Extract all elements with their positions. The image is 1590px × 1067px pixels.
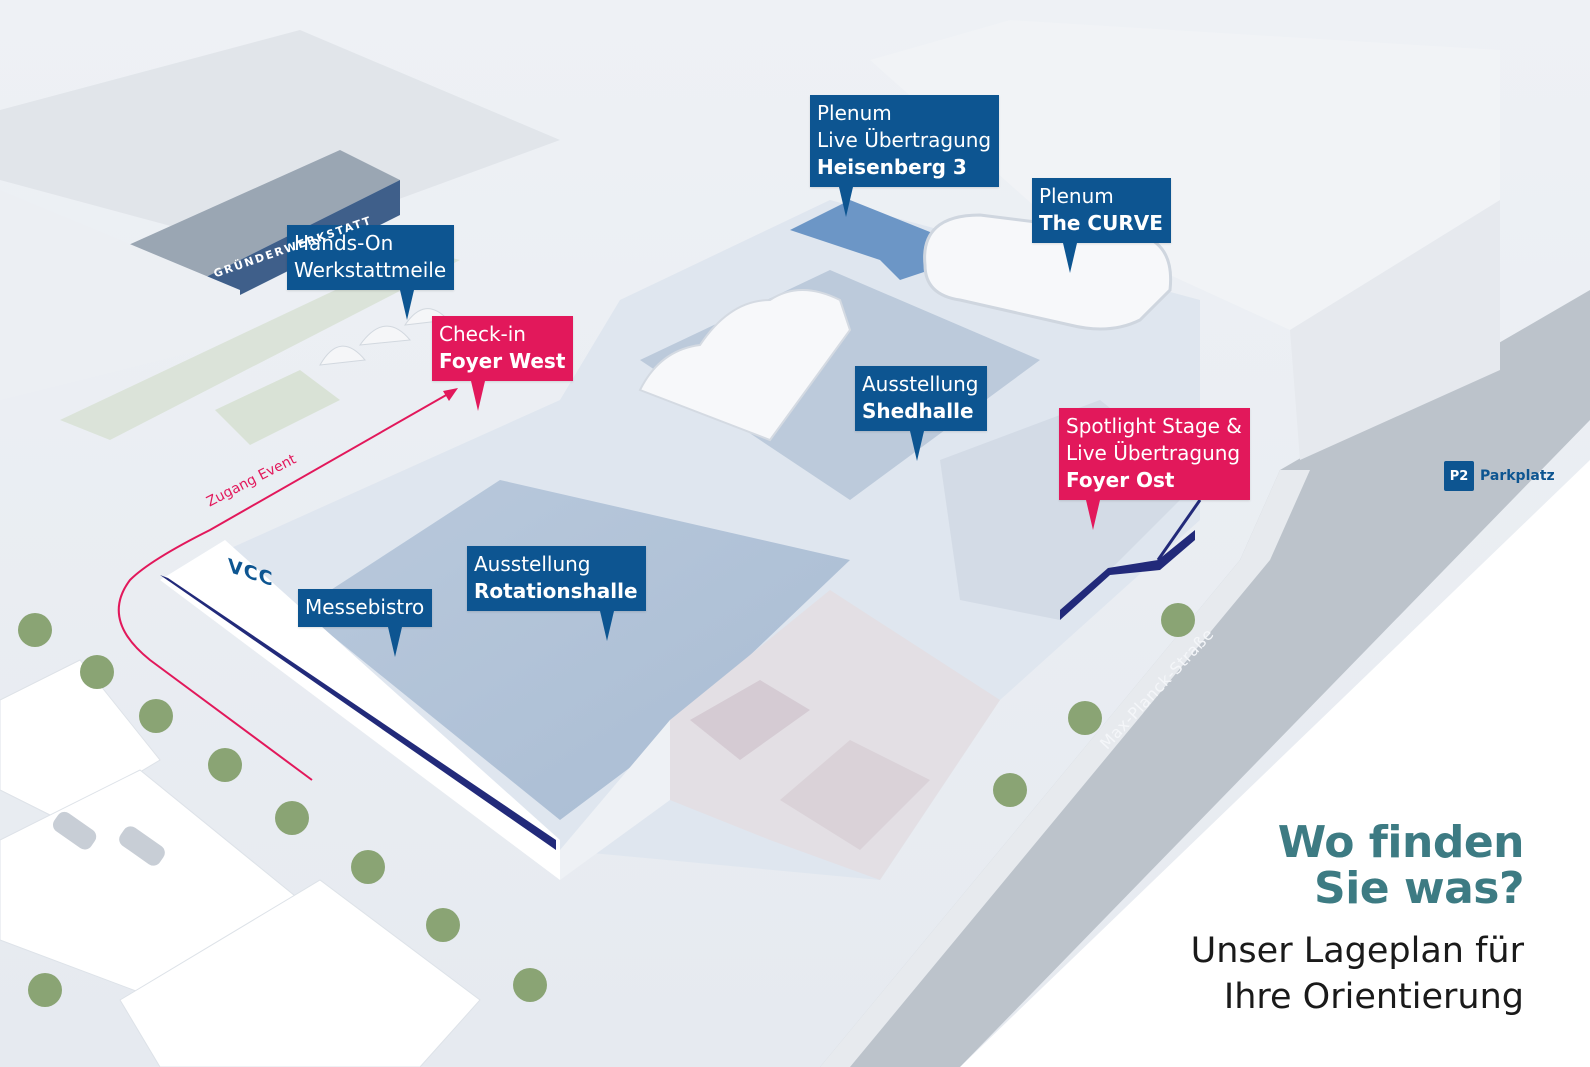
east-entry-line (1156, 499, 1202, 561)
heading-line-1: Wo finden (1277, 817, 1525, 868)
callout-line: Ausstellung (862, 372, 979, 396)
inner-room-b (780, 740, 930, 850)
west-blue-stripe (160, 575, 556, 850)
event-access-arrow (443, 388, 458, 401)
callout-shedhalle: Ausstellung Shedhalle (855, 366, 987, 461)
callout-plenum-curve: Plenum The CURVE (1032, 178, 1171, 273)
callout-checkin: Check-in Foyer West (432, 316, 574, 411)
callout-line: Messebistro (305, 595, 425, 619)
trees (18, 603, 1195, 1007)
callout-line: Live Übertragung (1066, 441, 1241, 465)
callout-line: Werkstattmeile (294, 258, 447, 282)
callout-line: Check-in (439, 322, 526, 346)
right-white-area (960, 460, 1590, 1067)
callout-line: Live Übertragung (817, 128, 992, 152)
green-strip-1 (60, 250, 460, 440)
callout-line-bold: Foyer West (439, 349, 566, 373)
callout-line-bold: Foyer Ost (1066, 468, 1175, 492)
rotationshalle-floor (300, 480, 850, 820)
street (820, 290, 1590, 1067)
subheading-line-2: Ihre Orientierung (1223, 977, 1524, 1017)
sidewalk (820, 470, 1310, 1067)
callout-line: Hands-On (294, 231, 394, 255)
south-wall (560, 720, 670, 880)
heading-line-2: Sie was? (1314, 863, 1524, 914)
callout-hands-on: Hands-On Werkstattmeile (287, 225, 455, 320)
event-access-path (117, 389, 456, 781)
workshop-building (0, 30, 560, 250)
callout-line-bold: The CURVE (1039, 211, 1163, 235)
callout-line-bold: Heisenberg 3 (817, 155, 967, 179)
callout-line: Plenum (1039, 184, 1114, 208)
north-building (870, 20, 1500, 330)
callout-line: Plenum (817, 101, 892, 125)
callout-plenum-heisenberg: Plenum Live Übertragung Heisenberg 3 (810, 95, 1000, 217)
callout-spotlight: Spotlight Stage & Live Übertragung Foyer… (1059, 408, 1250, 530)
parking-label: Parkplatz (1480, 468, 1555, 484)
inner-room-a (690, 680, 810, 760)
parking-sign-icon: P2 (1444, 461, 1474, 491)
callout-rotationshalle: Ausstellung Rotationshalle (467, 546, 646, 641)
parked-car-1 (52, 811, 97, 850)
inner-rooms (670, 590, 1000, 880)
callout-line: Ausstellung (474, 552, 591, 576)
left-long-building (0, 190, 240, 400)
callout-line: Spotlight Stage & (1066, 414, 1242, 438)
subheading-line-1: Unser Lageplan für (1190, 931, 1524, 971)
shed-roof (638, 289, 852, 442)
parked-car-2 (119, 826, 165, 866)
parking-marker: P2 Parkplatz (1444, 461, 1555, 491)
north-building-wing (1290, 200, 1500, 460)
green-strip-2 (215, 370, 340, 445)
page-heading: Wo finden Sie was? Unser Lageplan für Ih… (1190, 817, 1525, 1020)
callout-line-bold: Shedhalle (862, 399, 974, 423)
curve-hall (923, 213, 1173, 331)
heisenberg-area (790, 200, 950, 280)
callout-messebistro: Messebistro (298, 589, 433, 657)
callout-line-bold: Rotationshalle (474, 579, 638, 603)
